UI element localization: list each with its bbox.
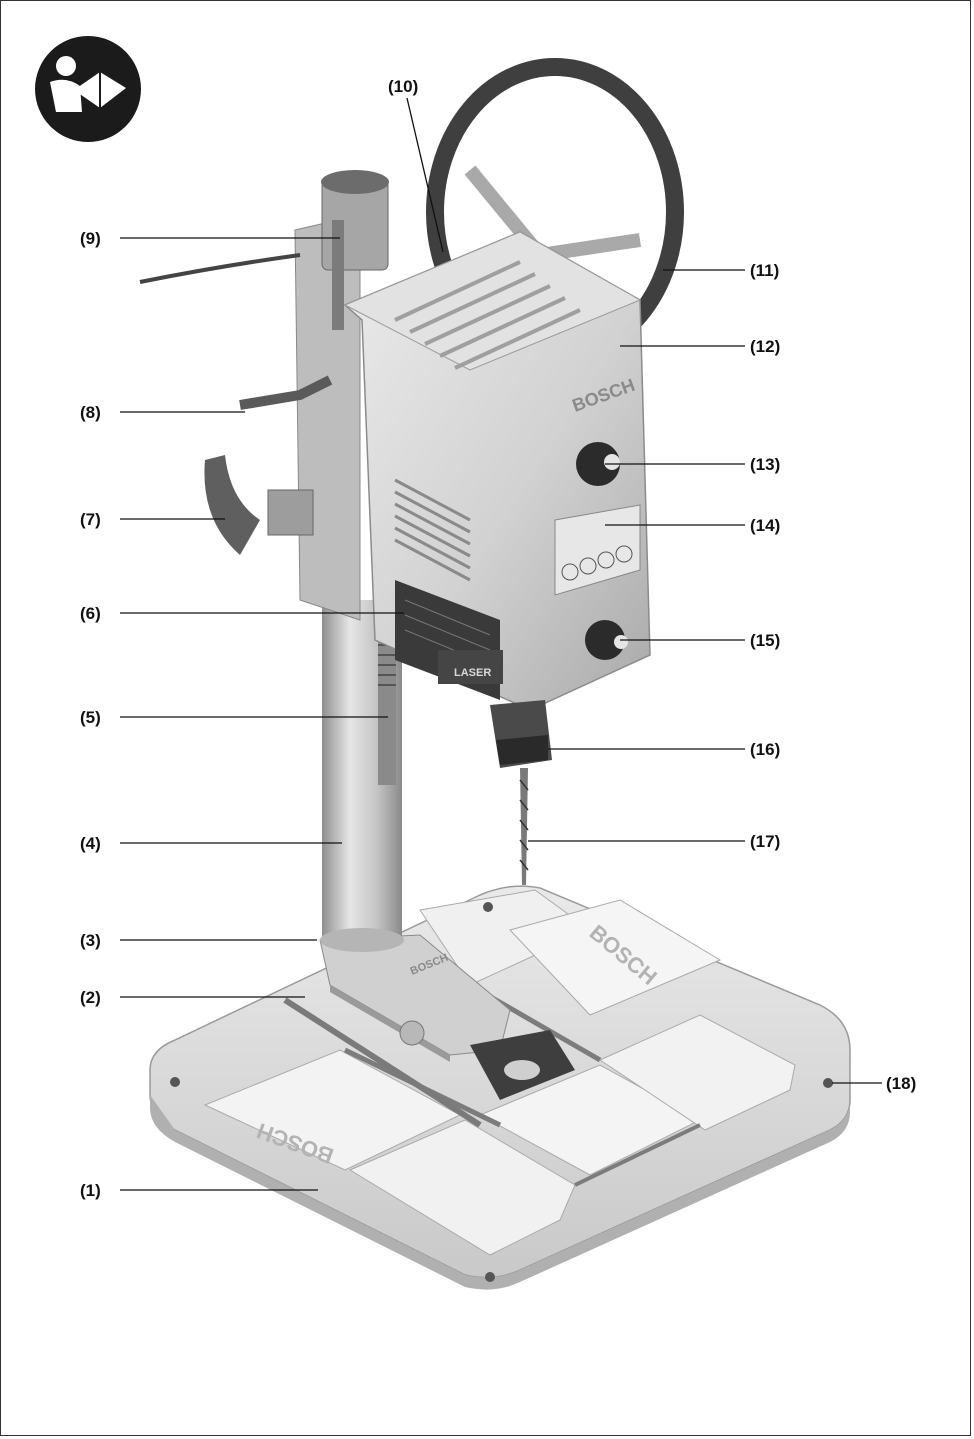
callout-12: (12) [750, 337, 781, 356]
leader-lines [120, 97, 882, 1191]
read-instructions-icon [35, 36, 141, 142]
callout-5: (5) [80, 708, 101, 727]
callout-6: (6) [80, 604, 101, 623]
callout-11: (11) [750, 261, 780, 280]
callout-4: (4) [80, 834, 101, 853]
callout-10: (10) [388, 77, 419, 96]
side-levers [204, 220, 344, 555]
callout-9: (9) [80, 229, 101, 248]
callout-18: (18) [886, 1074, 917, 1093]
chuck-and-bit [490, 700, 552, 885]
column [320, 600, 404, 952]
callout-15: (15) [750, 631, 781, 650]
callout-1: (1) [80, 1181, 101, 1200]
callout-16: (16) [750, 740, 781, 759]
callout-7: (7) [80, 510, 101, 529]
callout-3: (3) [80, 931, 101, 950]
callout-14: (14) [750, 516, 781, 535]
head-laser-label: LASER [454, 667, 491, 679]
callout-2: (2) [80, 988, 101, 1007]
callout-13: (13) [750, 455, 781, 474]
callout-8: (8) [80, 403, 101, 422]
column-clamp-and-guide [283, 934, 575, 1128]
motor-housing [343, 231, 651, 711]
callout-17: (17) [750, 832, 781, 851]
